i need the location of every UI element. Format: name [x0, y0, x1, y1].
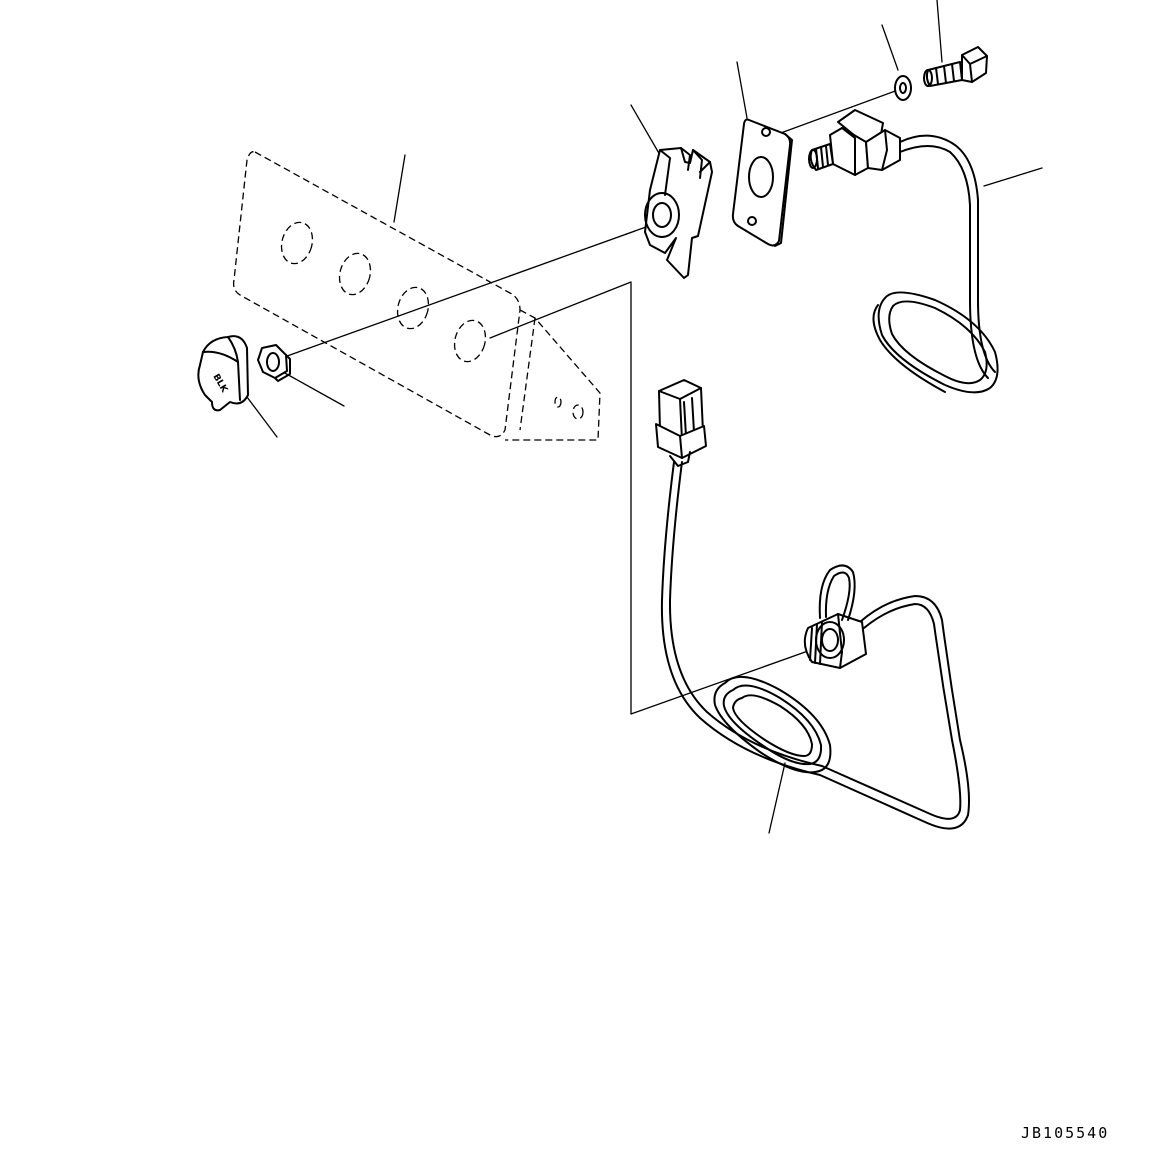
bracket-plate: [232, 151, 601, 441]
hex-nut: [257, 344, 291, 382]
lower-harness: [655, 379, 970, 830]
upper-harness: [808, 109, 999, 394]
washer: [894, 75, 912, 101]
bolt: [923, 46, 988, 87]
slotted-clip: [644, 147, 713, 279]
knob-cap: BLK: [197, 335, 249, 412]
leader-lines: [246, 0, 1043, 834]
drawing-code: JB105540: [1021, 1124, 1110, 1142]
gasket-plate: [731, 118, 793, 247]
